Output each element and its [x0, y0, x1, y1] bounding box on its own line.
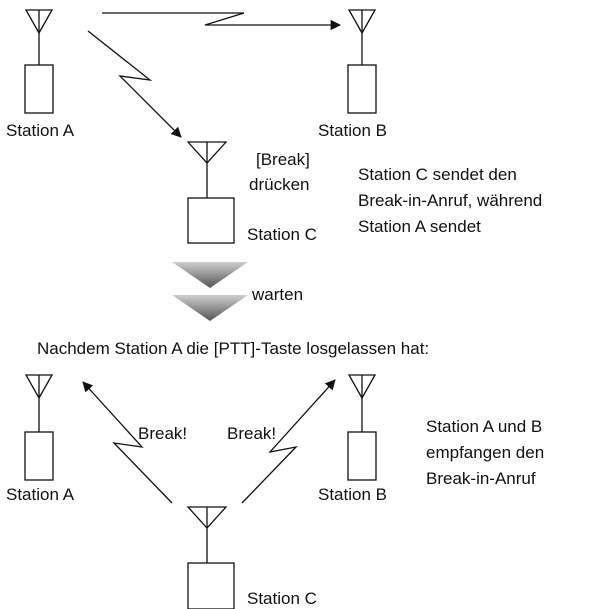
top-station-a-label: Station A [6, 121, 75, 140]
press-break-line1: [Break] [256, 150, 310, 169]
bottom-station-c [186, 506, 235, 609]
press-break-line2: drücken [249, 175, 309, 194]
radio-box-icon [187, 562, 235, 609]
radio-box-icon [24, 64, 54, 114]
radio-box-icon [347, 431, 377, 481]
break-label-left: Break! [138, 424, 187, 443]
bottom-station-a [24, 374, 54, 481]
top-station-b [347, 9, 377, 114]
chevron-down-icon [172, 262, 248, 321]
top-station-b-label: Station B [318, 121, 387, 140]
break-label-right: Break! [227, 424, 276, 443]
wait-label: warten [251, 285, 303, 304]
bottom-station-b [347, 374, 377, 481]
antenna-icon [347, 9, 377, 65]
signal-arrow-a-to-c [87, 30, 182, 138]
bottom-station-b-label: Station B [318, 485, 387, 504]
top-note-line1: Station C sendet den [358, 165, 517, 184]
signal-arrow-c-to-b [241, 379, 336, 504]
antenna-icon [24, 9, 54, 65]
bottom-station-c-label: Station C [247, 589, 317, 608]
top-station-c-label: Station C [247, 225, 317, 244]
top-note-line2: Break-in-Anruf, während [358, 191, 542, 210]
caption-after-ptt: Nachdem Station A die [PTT]-Taste losgel… [37, 339, 429, 358]
antenna-icon [186, 141, 228, 198]
bottom-note-line1: Station A und B [426, 417, 542, 436]
radio-box-icon [347, 64, 377, 114]
antenna-icon [24, 374, 54, 432]
radio-box-icon [24, 431, 54, 481]
antenna-icon [186, 506, 228, 563]
signal-arrow-a-to-b [102, 12, 342, 31]
bottom-station-a-label: Station A [6, 485, 75, 504]
top-station-c [186, 141, 235, 244]
bottom-note-line2: empfangen den [426, 443, 544, 462]
signal-arrow-c-to-a [82, 381, 173, 504]
antenna-icon [347, 374, 377, 432]
top-note-line3: Station A sendet [358, 217, 481, 236]
top-station-a [24, 9, 54, 114]
radio-box-icon [187, 197, 235, 244]
bottom-note-line3: Break-in-Anruf [426, 469, 536, 488]
